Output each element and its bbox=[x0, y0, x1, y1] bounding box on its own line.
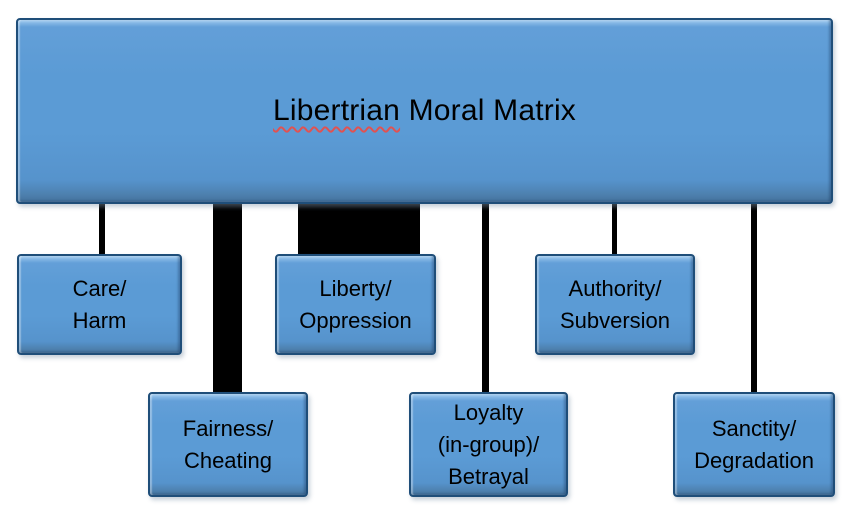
node-label: Liberty/ Oppression bbox=[299, 275, 412, 333]
title-misspelled-word: Libertrian bbox=[272, 94, 401, 127]
node-label: Authority/ Subversion bbox=[559, 275, 671, 333]
connector-root-to-loyalty bbox=[482, 202, 489, 395]
node-care-harm: Care/ Harm bbox=[17, 254, 182, 355]
title-rest: Moral Matrix bbox=[400, 94, 577, 127]
node-fairness-cheating: Fairness/ Cheating bbox=[148, 392, 308, 497]
node-label: Fairness/ Cheating bbox=[182, 415, 274, 473]
node-loyalty-betrayal: Loyalty (in-group)/ Betrayal bbox=[409, 392, 568, 497]
node-sanctity-degradation: Sanctity/ Degradation bbox=[673, 392, 835, 497]
diagram-title: Libertrian Moral Matrix bbox=[273, 94, 576, 128]
root-node-title-box: Libertrian Moral Matrix bbox=[16, 18, 833, 204]
node-authority-subversion: Authority/ Subversion bbox=[535, 254, 695, 355]
connector-root-to-fairness bbox=[213, 202, 242, 395]
node-label: Care/ Harm bbox=[72, 275, 127, 333]
connector-root-to-liberty bbox=[298, 202, 420, 258]
connector-root-to-care bbox=[99, 202, 105, 260]
node-label: Sanctity/ Degradation bbox=[694, 415, 814, 473]
connector-root-to-sanctity bbox=[751, 202, 757, 395]
node-label: Loyalty (in-group)/ Betrayal bbox=[437, 399, 540, 489]
connector-root-to-authority bbox=[612, 202, 617, 260]
node-liberty-oppression: Liberty/ Oppression bbox=[275, 254, 436, 355]
